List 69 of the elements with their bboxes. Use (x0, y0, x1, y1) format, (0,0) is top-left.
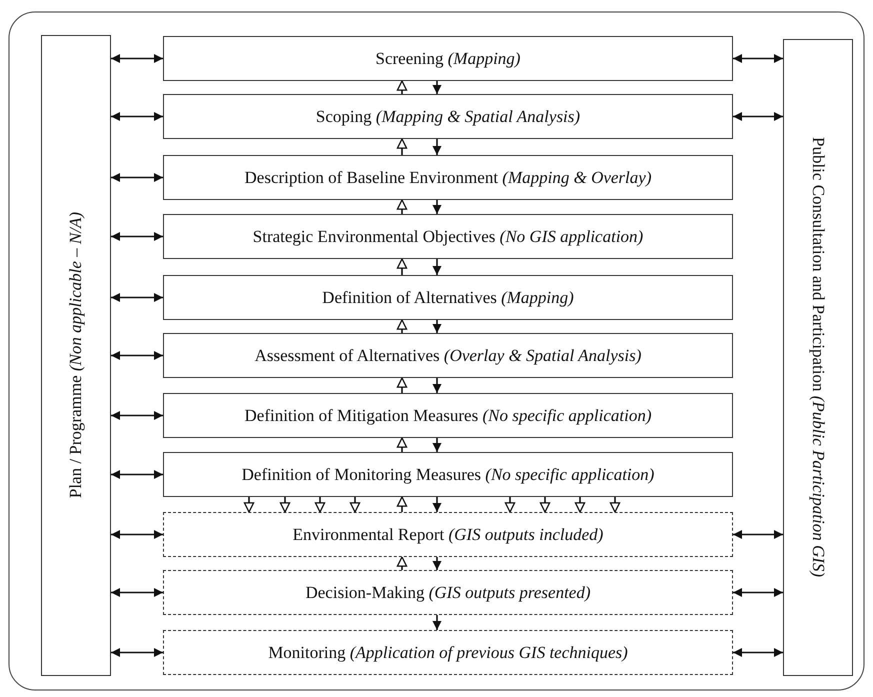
arrow (111, 588, 163, 597)
process-box (163, 214, 733, 259)
arrow (396, 80, 408, 94)
arrow (432, 557, 442, 570)
arrow (396, 556, 408, 570)
arrow (396, 377, 408, 393)
arrow (610, 497, 620, 513)
arrow (111, 112, 163, 121)
step-label: Definition of Alternatives (Mapping) (322, 288, 574, 308)
arrow (432, 259, 442, 275)
step-label: Scoping (Mapping & Spatial Analysis) (316, 106, 580, 126)
step-label: Definition of Monitoring Measures (No specific application) (242, 464, 654, 484)
arrow (432, 320, 442, 333)
arrow (111, 411, 163, 420)
output-box (163, 512, 733, 557)
process-box (163, 36, 733, 81)
arrow (350, 497, 360, 513)
step-label: Decision-Making (GIS outputs presented) (305, 582, 591, 602)
arrow (540, 497, 550, 513)
arrow (733, 648, 783, 657)
step-label: Description of Baseline Environment (Mapping & Overlay) (244, 168, 652, 188)
arrow (396, 496, 408, 512)
arrow (111, 232, 163, 241)
arrow (396, 138, 408, 155)
arrow (314, 497, 326, 513)
arrow (733, 588, 783, 597)
arrow (504, 497, 516, 513)
step-label: Strategic Environmental Objectives (No GIS application) (252, 226, 644, 246)
arrow (244, 497, 254, 513)
arrow (396, 319, 408, 333)
arrow (111, 470, 163, 479)
side-panel (41, 35, 111, 676)
arrow (280, 497, 290, 513)
panel-label: Plan / Programme (Non applicable – N/A) (66, 212, 86, 499)
arrow (432, 81, 442, 94)
output-box (163, 630, 733, 675)
arrow (432, 615, 442, 630)
arrow (733, 112, 783, 121)
arrow (111, 648, 163, 657)
step-label: Environmental Report (GIS outputs included) (292, 524, 604, 544)
process-box (163, 393, 733, 438)
process-box (163, 155, 733, 200)
arrow (396, 437, 408, 452)
arrow (432, 378, 442, 393)
arrow (574, 497, 586, 513)
side-panel (783, 39, 853, 676)
process-box (163, 333, 733, 378)
arrow (396, 199, 408, 214)
arrow (111, 530, 163, 539)
process-box (163, 275, 733, 320)
arrow (396, 258, 408, 275)
panel-label: Public Consultation and Participation (Public Participation GIS) (808, 137, 828, 578)
arrow (733, 530, 783, 539)
step-label: Assessment of Alternatives (Overlay & Spatial Analysis) (254, 346, 642, 366)
arrow (733, 54, 783, 63)
arrow (432, 139, 442, 155)
step-label: Monitoring (Application of previous GIS techniques) (268, 642, 628, 662)
step-label: Definition of Mitigation Measures (No specific application) (244, 406, 652, 426)
arrow (432, 497, 442, 512)
arrow (432, 200, 442, 214)
output-box (163, 570, 733, 615)
process-box (163, 452, 733, 497)
arrow (111, 54, 163, 63)
arrow (111, 173, 163, 182)
process-box (163, 94, 733, 139)
arrow (111, 351, 163, 360)
arrow (432, 438, 442, 452)
step-label: Screening (Mapping) (376, 48, 520, 68)
arrow (111, 293, 163, 302)
